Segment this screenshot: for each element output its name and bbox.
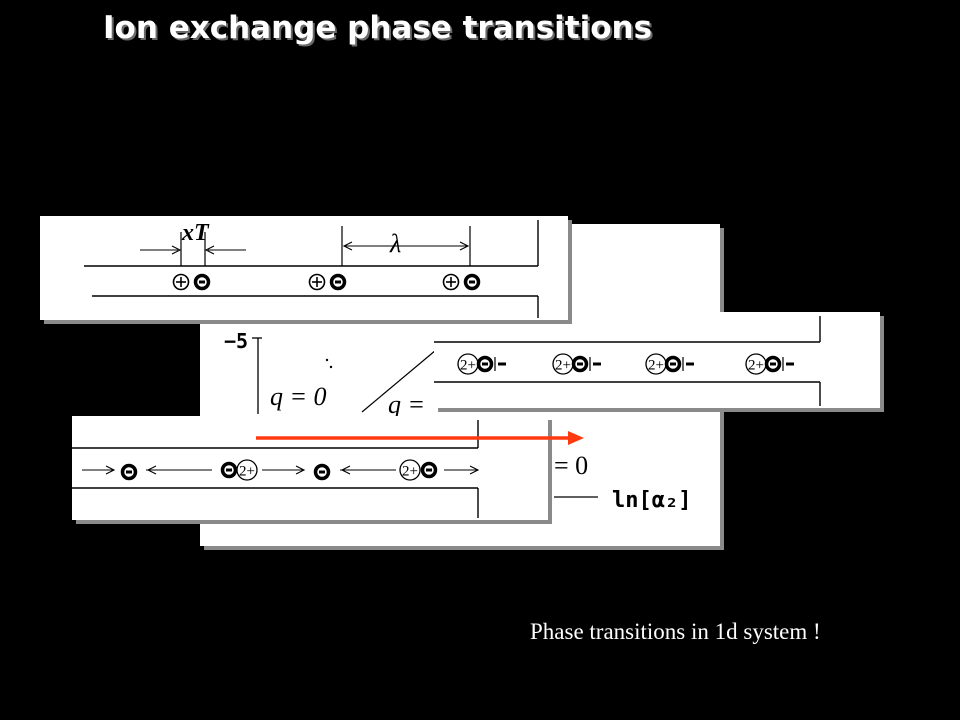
lambda-arrowhead-left [342, 241, 353, 251]
phase-label-q-zero: q = 0 [270, 382, 327, 411]
xt-arrowhead-right [204, 245, 215, 255]
caption: Phase transitions in 1d system ! [530, 619, 821, 644]
phase-label-q-mid: q = [388, 390, 425, 419]
front-arrows [82, 465, 480, 475]
phase-label-right: = 0 [554, 451, 588, 480]
right-ion-pair [645, 353, 694, 375]
transition-arrow [256, 431, 584, 445]
right-ion-pair [552, 353, 601, 375]
xt-arrowhead-left [171, 245, 182, 255]
phase-boundary-line [361, 349, 437, 413]
plot-axis-label: ln[α₂] [612, 488, 691, 513]
lambda-arrowhead-right [459, 241, 470, 251]
front-ion-pair [399, 459, 438, 481]
xt-label: xT [181, 220, 210, 246]
plot-dot [329, 365, 333, 369]
top-panel: xT λ [40, 216, 572, 324]
front-panel-card [72, 416, 548, 520]
slide-title: Ion exchange phase transitions [103, 10, 653, 46]
right-panel [434, 312, 884, 412]
right-ion-pair [457, 353, 506, 375]
right-ion-pair [745, 353, 794, 375]
front-panel [72, 416, 552, 524]
plot-tick-label: −5 [224, 329, 248, 353]
lambda-label: λ [389, 229, 401, 258]
top-panel-card [40, 216, 568, 320]
plot-dot [325, 358, 329, 362]
front-ion-pair [220, 459, 258, 481]
